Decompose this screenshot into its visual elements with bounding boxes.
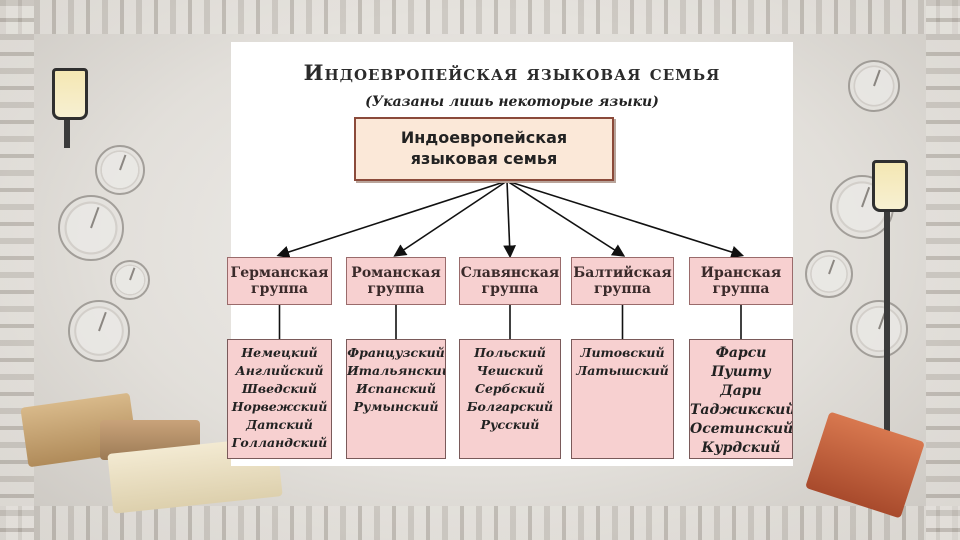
arrow-line <box>393 180 508 257</box>
language-item: Польский <box>474 345 546 360</box>
clock-icon <box>95 145 145 195</box>
group-label-line1: Германская <box>230 264 329 281</box>
language-item: Голландский <box>231 435 328 450</box>
language-item: Таджикский <box>690 402 793 418</box>
language-item: Фарси <box>715 345 767 361</box>
root-node: Индоевропейская языковая семья <box>354 117 614 181</box>
language-item: Немецкий <box>241 345 318 360</box>
language-item: Английский <box>235 363 324 378</box>
group-to-language-lines <box>278 305 742 339</box>
clock-icon <box>805 250 853 298</box>
root-node-line2: языковая семья <box>410 149 558 168</box>
lantern-icon <box>52 68 88 120</box>
clock-icon <box>58 195 124 261</box>
language-item: Итальянский <box>347 363 446 378</box>
arrow-line <box>276 180 508 259</box>
language-item: Испанский <box>356 381 436 396</box>
diagram-slide: Индоевропейская языковая семья (Указаны … <box>227 42 793 466</box>
language-item: Норвежский <box>231 399 328 414</box>
language-item: Румынский <box>353 399 439 414</box>
language-item: Французский <box>347 345 445 360</box>
group-label-line1: Романская <box>351 264 441 281</box>
clock-icon <box>850 300 908 358</box>
diagram-subtitle: (Указаны лишь некоторые языки) <box>365 94 659 110</box>
arrow-line <box>506 180 745 259</box>
language-item: Осетинский <box>690 421 793 437</box>
ornament-border-top <box>0 0 960 34</box>
language-item: Болгарский <box>466 399 554 414</box>
language-item: Чешский <box>476 363 544 378</box>
language-item: Пушту <box>711 364 771 380</box>
group-label-line2: группа <box>481 281 539 297</box>
ornament-border-right <box>926 0 960 540</box>
language-item: Литовский <box>580 345 665 360</box>
root-to-group-arrows <box>276 180 745 259</box>
group-label-line2: группа <box>367 281 425 297</box>
group-label-line1: Балтийская <box>573 264 672 281</box>
lamp-post-icon <box>64 118 70 148</box>
language-item: Латышский <box>576 363 669 378</box>
lamp-post-icon <box>884 210 890 510</box>
clock-icon <box>110 260 150 300</box>
ornament-border-bottom <box>0 506 960 540</box>
clock-icon <box>68 300 130 362</box>
language-item: Русский <box>480 417 540 432</box>
language-item: Шведский <box>242 381 317 396</box>
group-label-line2: группа <box>712 281 770 297</box>
language-item: Сербский <box>475 381 545 396</box>
lantern-icon <box>872 160 908 212</box>
language-item: Дари <box>720 383 762 399</box>
group-label-line1: Славянская <box>460 264 560 281</box>
group-label-line2: группа <box>251 281 308 297</box>
root-node-line1: Индоевропейская <box>400 128 568 148</box>
arrow-line <box>503 180 517 259</box>
group-label-line1: Иранская <box>700 264 782 281</box>
clock-icon <box>848 60 900 112</box>
arrow-line <box>506 180 626 257</box>
language-item: Датский <box>246 417 313 432</box>
language-item: Курдский <box>701 440 781 456</box>
group-label-line2: группа <box>594 281 651 297</box>
diagram-title: Индоевропейская языковая семья <box>303 60 721 85</box>
